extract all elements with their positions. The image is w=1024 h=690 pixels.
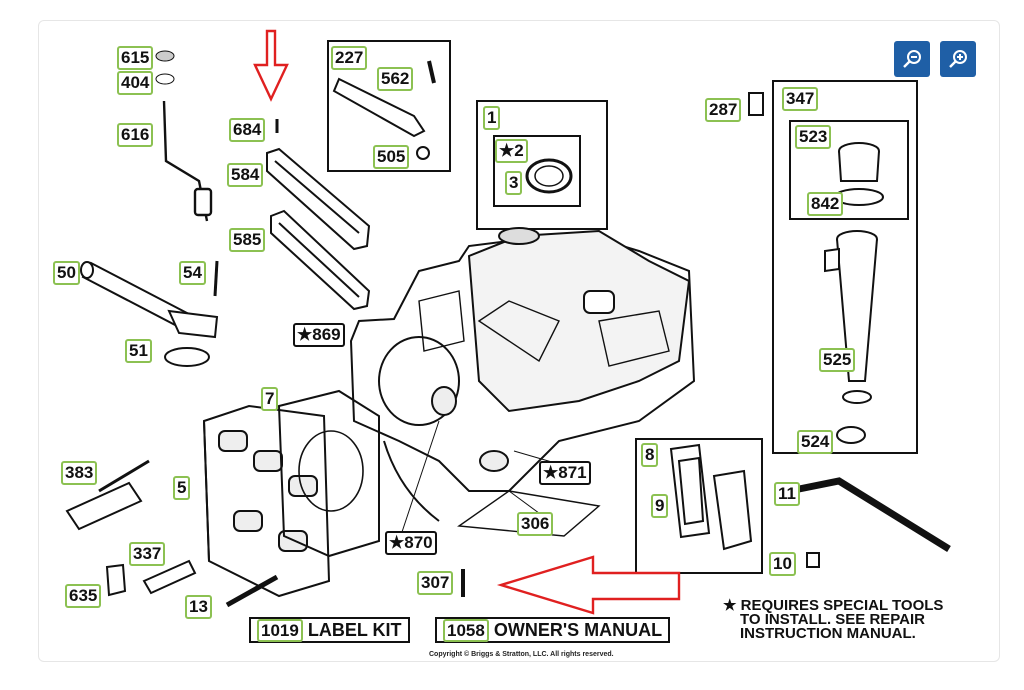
part-callout-616[interactable]: 616: [117, 123, 154, 147]
part-callout-870[interactable]: ★870: [385, 531, 437, 555]
part-callout-842[interactable]: 842: [807, 192, 844, 216]
zoom-out-button[interactable]: [894, 41, 930, 77]
special-tools-note: ★ REQUIRES SPECIAL TOOLS TO INSTALL. SEE…: [723, 597, 944, 642]
parts-diagram-panel: 615 404 616 684 584 585 50 54 51 ★869 22…: [38, 20, 1000, 662]
part-callout-50[interactable]: 50: [53, 261, 80, 285]
part-callout-524[interactable]: 524: [797, 430, 834, 454]
part-callout-10[interactable]: 10: [769, 552, 796, 576]
part-callout-3[interactable]: 3: [505, 171, 523, 195]
owners-manual-text: OWNER'S MANUAL: [493, 620, 663, 640]
note-line-3: INSTRUCTION MANUAL.: [740, 625, 916, 642]
zoom-in-button[interactable]: [940, 41, 976, 77]
part-callout-562[interactable]: 562: [377, 67, 414, 91]
part-callout-9[interactable]: 9: [651, 494, 669, 518]
part-callout-307[interactable]: 307: [417, 571, 454, 595]
part-callout-525[interactable]: 525: [819, 348, 856, 372]
part-callout-684[interactable]: 684: [229, 118, 266, 142]
part-callout-13[interactable]: 13: [185, 595, 212, 619]
label-kit-text: LABEL KIT: [307, 620, 402, 640]
part-callout-51[interactable]: 51: [125, 339, 152, 363]
part-callout-1[interactable]: 1: [483, 106, 501, 130]
part-callout-287[interactable]: 287: [705, 98, 742, 122]
note-line-2: TO INSTALL. SEE REPAIR: [740, 611, 926, 628]
part-callout-584[interactable]: 584: [227, 163, 264, 187]
owners-manual-box: 1058 OWNER'S MANUAL: [435, 617, 671, 643]
part-callout-615[interactable]: 615: [117, 46, 154, 70]
exploded-parts-diagram: [65, 29, 951, 615]
part-callout-869[interactable]: ★869: [293, 323, 345, 347]
part-callout-347[interactable]: 347: [782, 87, 819, 111]
part-callout-227[interactable]: 227: [331, 46, 368, 70]
part-callout-337[interactable]: 337: [129, 542, 166, 566]
part-callout-1019[interactable]: 1019: [257, 619, 303, 642]
part-callout-306[interactable]: 306: [517, 512, 554, 536]
part-callout-383[interactable]: 383: [61, 461, 98, 485]
part-callout-585[interactable]: 585: [229, 228, 266, 252]
copyright-text: Copyright © Briggs & Stratton, LLC. All …: [429, 651, 614, 658]
part-callout-1058[interactable]: 1058: [443, 619, 489, 642]
part-callout-8[interactable]: 8: [641, 443, 659, 467]
zoom-out-icon: [903, 50, 921, 68]
label-kit-box: 1019 LABEL KIT: [249, 617, 410, 643]
part-callout-404[interactable]: 404: [117, 71, 154, 95]
part-callout-523[interactable]: 523: [795, 125, 832, 149]
part-callout-54[interactable]: 54: [179, 261, 206, 285]
part-callout-5[interactable]: 5: [173, 476, 191, 500]
part-callout-7[interactable]: 7: [261, 387, 279, 411]
part-callout-11[interactable]: 11: [774, 482, 800, 506]
part-callout-635[interactable]: 635: [65, 584, 102, 608]
zoom-in-icon: [949, 50, 967, 68]
note-line-1: ★ REQUIRES SPECIAL TOOLS: [723, 597, 944, 614]
part-callout-871[interactable]: ★871: [539, 461, 591, 485]
part-callout-2[interactable]: ★2: [495, 139, 528, 163]
part-callout-505[interactable]: 505: [373, 145, 410, 169]
